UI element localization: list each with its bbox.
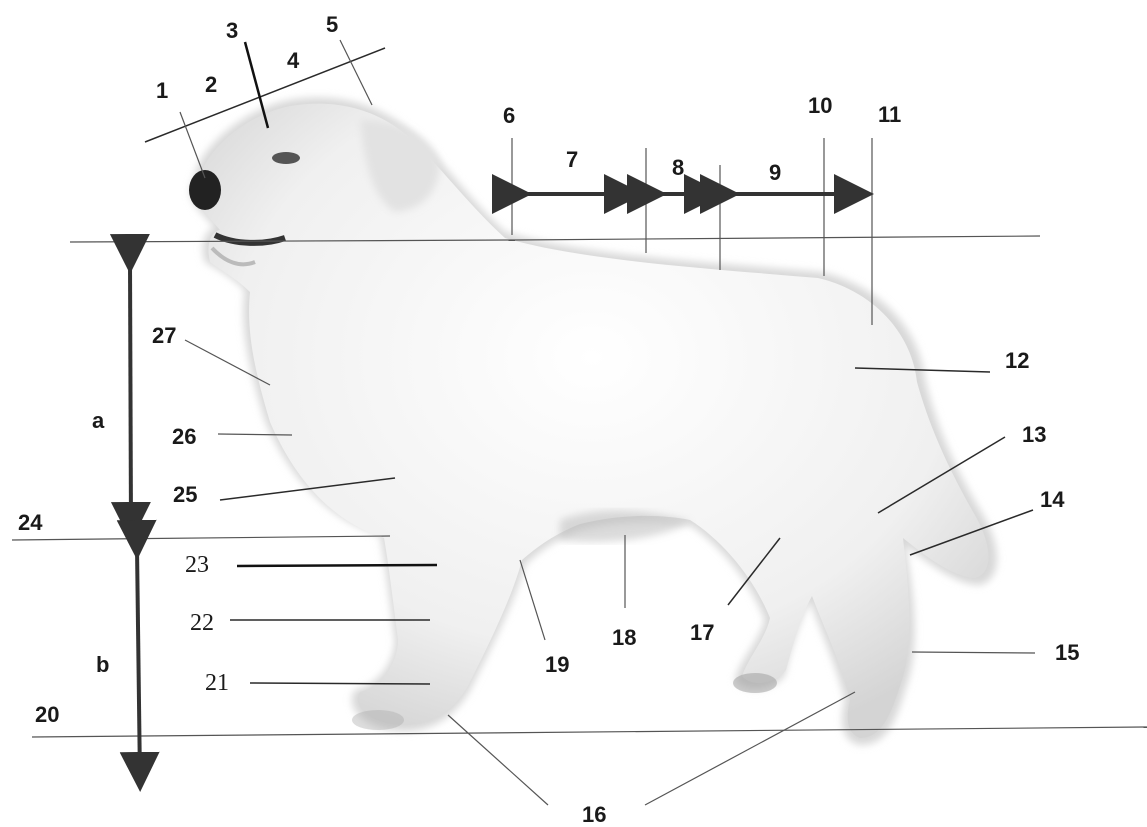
label-8: 8 [672, 155, 684, 180]
label-6: 6 [503, 103, 515, 128]
label-20: 20 [35, 702, 59, 727]
label-23: 23 [185, 552, 209, 578]
label-22: 22 [190, 610, 214, 636]
label-12: 12 [1005, 348, 1029, 373]
label-b: b [96, 652, 109, 677]
label-5: 5 [326, 12, 338, 37]
label-13: 13 [1022, 422, 1046, 447]
label-16: 16 [582, 802, 606, 827]
label-21: 21 [205, 670, 229, 696]
label-19: 19 [545, 652, 569, 677]
label-25: 25 [173, 482, 197, 507]
label-a: a [92, 408, 105, 433]
label-3: 3 [226, 18, 238, 43]
label-4: 4 [287, 48, 300, 73]
label-11: 11 [878, 102, 901, 127]
label-27: 27 [152, 323, 176, 348]
label-7: 7 [566, 147, 578, 172]
label-1: 1 [156, 78, 168, 103]
label-26: 26 [172, 424, 196, 449]
label-10: 10 [808, 93, 832, 118]
label-14: 14 [1040, 487, 1065, 512]
label-24: 24 [18, 510, 43, 535]
label-15: 15 [1055, 640, 1079, 665]
label-18: 18 [612, 625, 636, 650]
label-17: 17 [690, 620, 714, 645]
label-2: 2 [205, 72, 217, 97]
label-9: 9 [769, 160, 781, 185]
